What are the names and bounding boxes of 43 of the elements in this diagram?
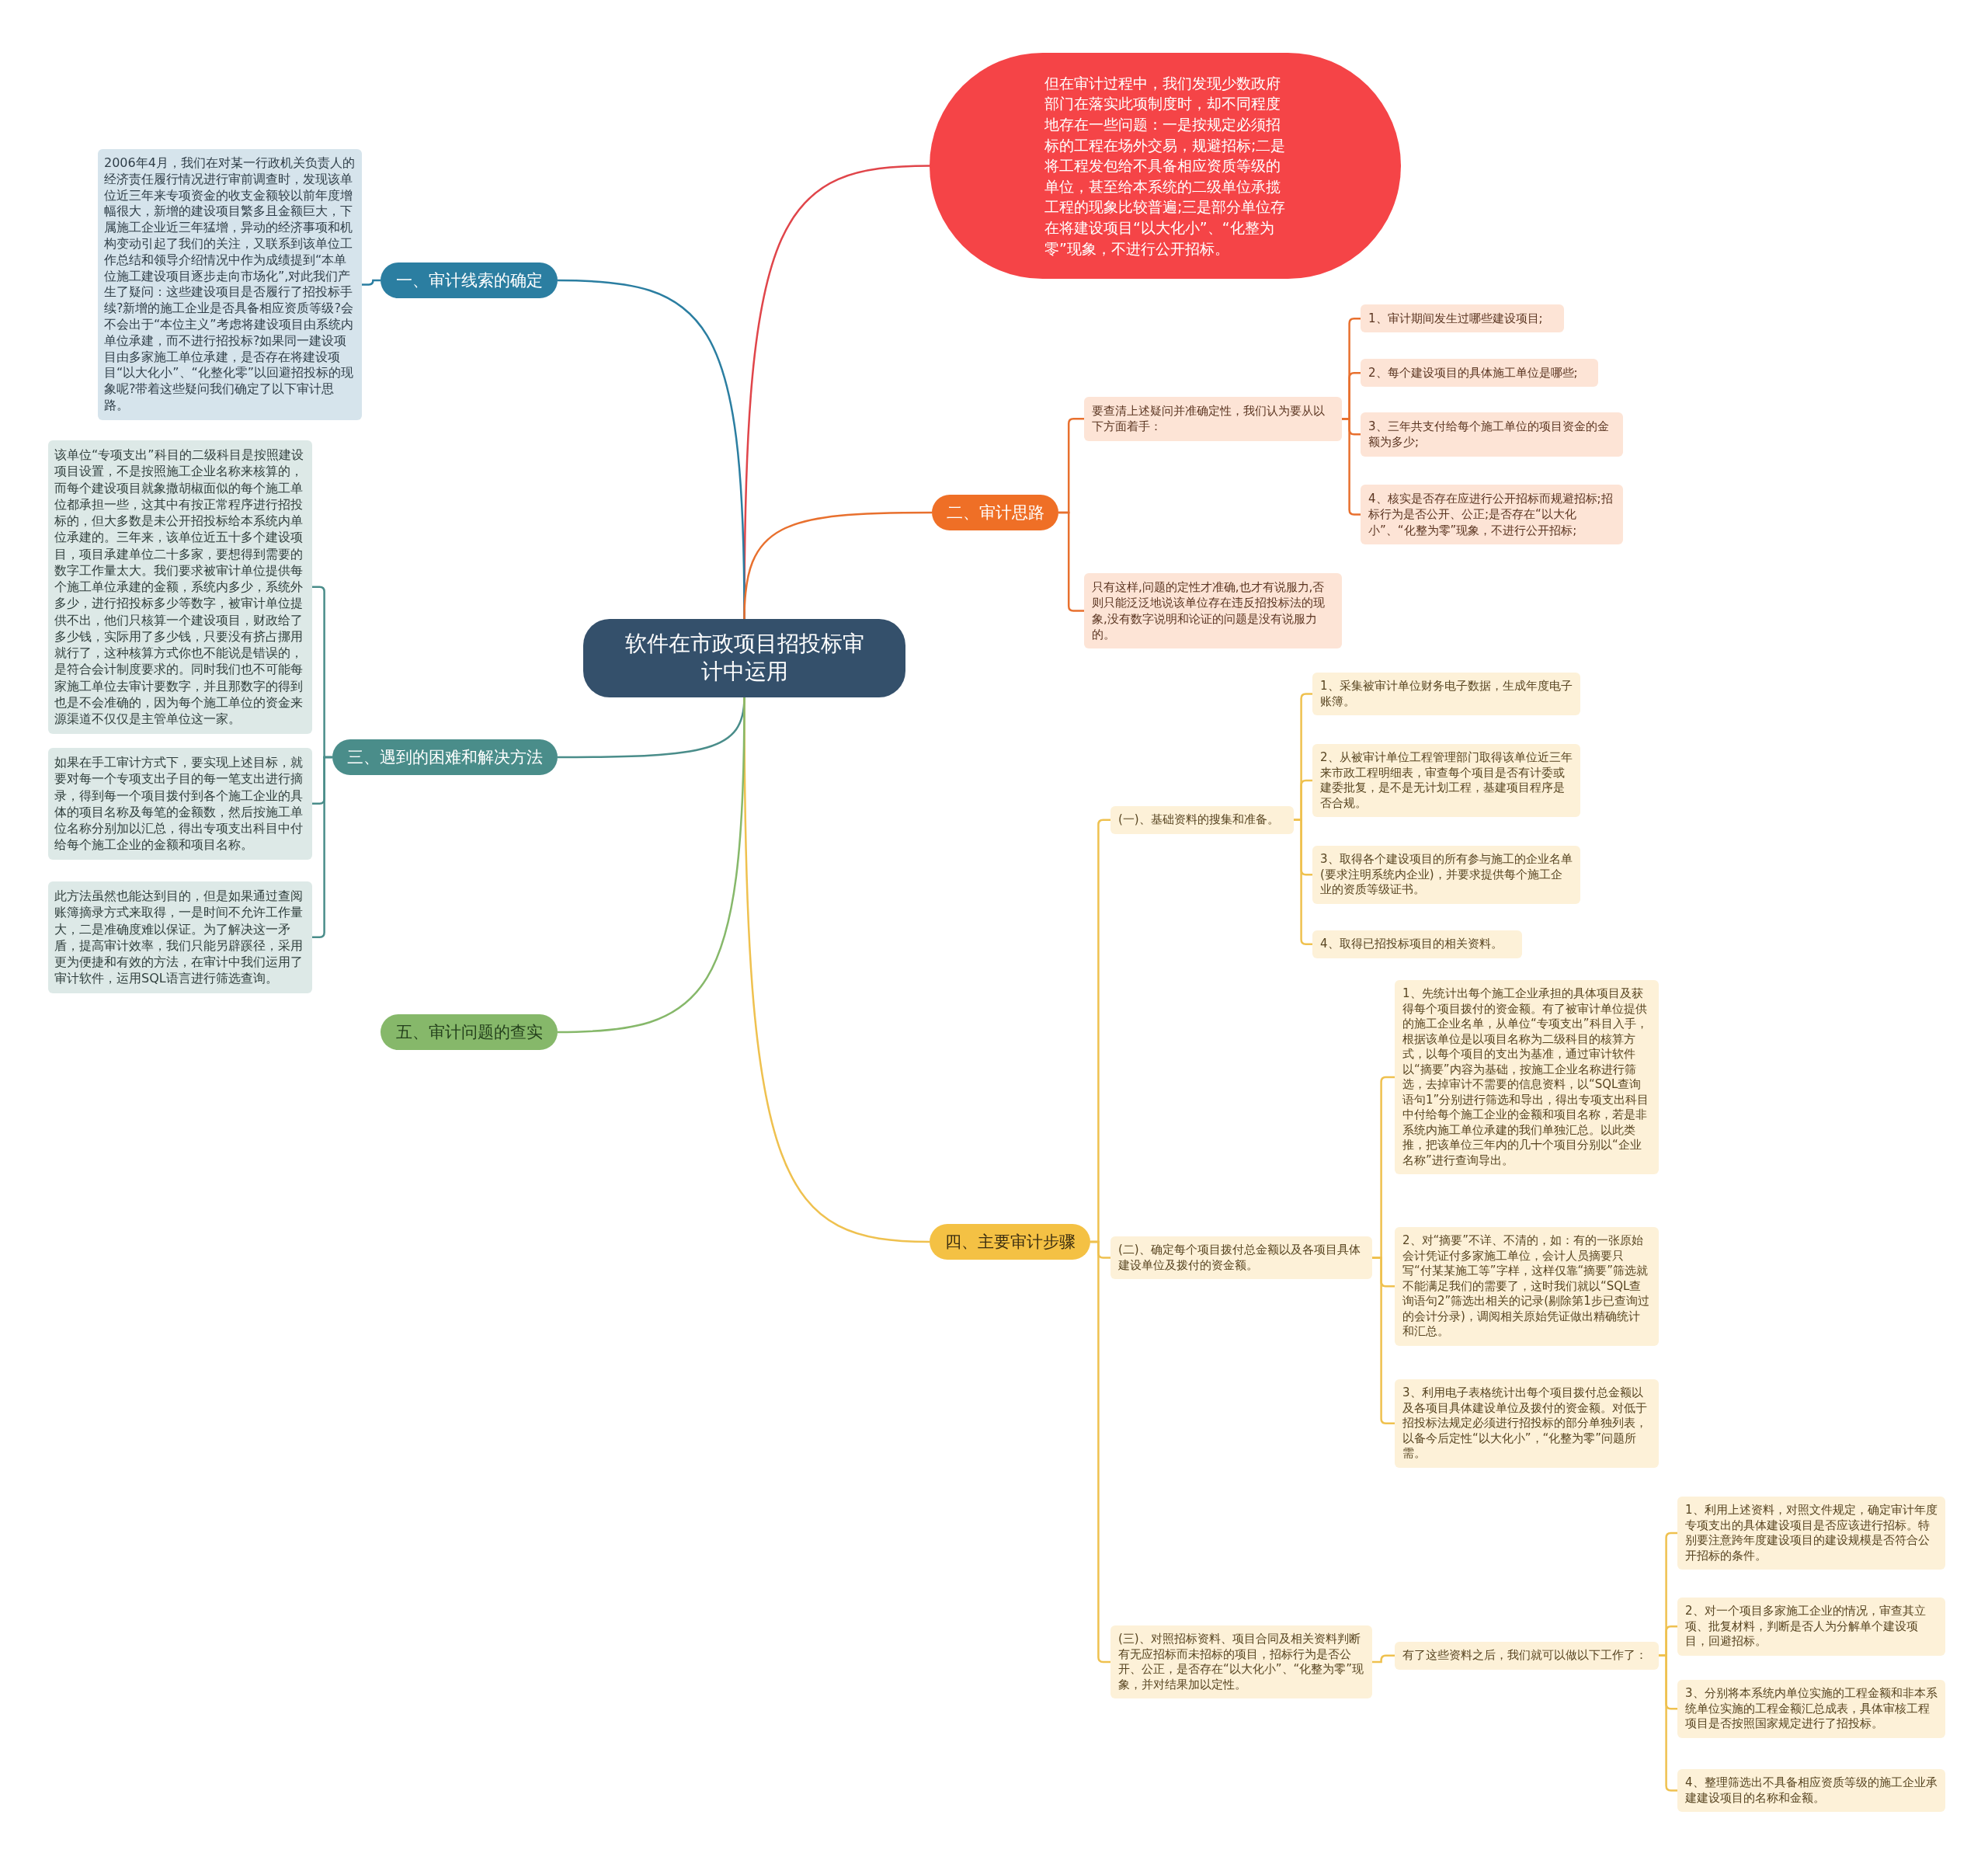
text-card: 2006年4月，我们在对某一行政机关负责人的经济责任履行情况进行审前调查时，发现该单位近三年来专项资金的收支金额较以前年度增幅很大，新增的建设项目繁多且金额巨大，下属施工企业近三年猛增，异动的经济事项和机构变动引起了我们的关注，又联系到该单位工作总结和领导介绍情况中作为成绩提到“本单位施工建设项目逐步走向市场化”,对此我们产生了疑问：这些建设项目是否履行了招投标手续?新增的施工企业是否具备相应资质等级?会不会出于“本位主义”考虑将建设项目由系统内单位承建，而不进行招投标?如果同一建设项目由多家施工单位承建，是否存在将建设项目“以大化小”、“化整化零”以回避招投标的现象呢?带着这些疑问我们确定了以下审计思路。 xyxy=(98,149,362,420)
connector-line xyxy=(362,279,381,286)
text-card: 2、对一个项目多家施工企业的情况，审查其立项、批复材料，判断是否人为分解单个建设项目，回避招标。 xyxy=(1677,1598,1945,1656)
text-card: 1、审计期间发生过哪些建设项目; xyxy=(1361,304,1564,333)
callout-bubble: 但在审计过程中，我们发现少数政府部门在落实此项制度时，却不同程度地存在一些问题：一是按规定必须招标的工程在场外交易，规避招标;二是将工程发包给不具备相应资质等级的单位，甚至给本系统的二级单位承揽工程的现象比较普遍;三是部分单位存在将建设项目“以大化小”、“化整为零”现象，不进行公开招标。 xyxy=(930,53,1401,279)
text-card: 4、核实是否存在应进行公开招标而规避招标;招标行为是否公开、公正;是否存在“以大化小”、“化整为零”现象，不进行公开招标; xyxy=(1361,485,1623,544)
text-card: 此方法虽然也能达到目的，但是如果通过查阅账簿摘录方式来取得，一是时间不允许工作量大，二是准确度难以保证。为了解决这一矛盾，提高审计效率，我们只能另辟蹊径，采用更为便捷和有效的方法，在审计中我们运用了审计软件，运用SQL语言进行筛选查询。 xyxy=(48,881,312,993)
connector-line xyxy=(312,756,332,939)
text-card: (二)、确定每个项目拨付总金额以及各项目具体建设单位及拨付的资金额。 xyxy=(1110,1236,1372,1279)
topic-pill: 五、审计问题的查实 xyxy=(381,1014,558,1050)
text-card: (一)、基础资料的搜集和准备。 xyxy=(1110,806,1294,834)
central-topic: 软件在市政项目招投标审计中运用 xyxy=(583,619,905,697)
text-card: 3、利用电子表格统计出每个项目拨付总金额以及各项目具体建设单位及拨付的资金额。对低于招投标法规定必须进行招投标的部分单独列表，以备今后定性“以大化小”，“化整为零”问题所需。 xyxy=(1395,1379,1659,1468)
connector-line xyxy=(1058,511,1084,612)
text-card: 3、取得各个建设项目的所有参与施工的企业名单(要求注明系统内企业)，并要求提供每个施工企业的资质等级证书。 xyxy=(1312,846,1580,904)
connector-line xyxy=(1090,1240,1110,1664)
topic-pill: 一、审计线索的确定 xyxy=(381,262,558,298)
topic-pill: 三、遇到的困难和解决方法 xyxy=(332,739,558,775)
text-card: 2、每个建设项目的具体施工单位是哪些; xyxy=(1361,359,1598,388)
text-card: 4、取得已招投标项目的相关资料。 xyxy=(1312,930,1522,958)
connector-line xyxy=(1372,1257,1395,1424)
text-card: 有了这些资料之后，我们就可以做以下工作了： xyxy=(1395,1642,1659,1670)
text-card: 2、从被审计单位工程管理部门取得该单位近三年来市政工程明细表，审查每个项目是否有计委或建委批复，是不是无计划工程，基建项目程序是否合规。 xyxy=(1312,744,1580,817)
text-card: 1、采集被审计单位财务电子数据，生成年度电子账簿。 xyxy=(1312,673,1580,715)
connector-line xyxy=(1372,1654,1395,1664)
connector-line xyxy=(557,697,746,1034)
text-card: 1、先统计出每个施工企业承担的具体项目及获得每个项目拨付的资金额。有了被审计单位提供的施工企业名单，从单位“专项支出”科目入手，根据该单位是以项目名称为二级科目的核算方式，以每个项目的支出为基准，通过审计软件以“摘要”内容为基础，按施工企业名称进行筛选，去掉审计不需要的信息资料，以“SQL查询语句1”分别进行筛选和导出，得出专项支出科目中付给每个施工企业的金额和项目名称，若是非系统内施工单位承建的我们单独汇总。以此类推，把该单位三年内的几十个项目分别以“企业名称”进行查询导出。 xyxy=(1395,980,1659,1174)
connector-line xyxy=(1294,819,1312,945)
connector-line xyxy=(1659,1654,1677,1792)
connector-line xyxy=(1342,418,1361,516)
text-card: (三)、对照招标资料、项目合同及相关资料判断有无应招标而未招标的项目，招标行为是否公开、公正，是否存在“以大化小”、“化整为零”现象，并对结果加以定性。 xyxy=(1110,1625,1372,1698)
topic-pill: 二、审计思路 xyxy=(932,495,1058,530)
text-card: 3、三年共支付给每个施工单位的项目资金的金额为多少; xyxy=(1361,412,1623,457)
connector-line xyxy=(743,511,932,620)
text-card: 3、分别将本系统内单位实施的工程金额和非本系统单位实施的工程金额汇总成表，具体审核工程项目是否按照国家规定进行了招投标。 xyxy=(1677,1680,1945,1738)
text-card: 4、整理筛选出不具备相应资质等级的施工企业承建建设项目的名称和金额。 xyxy=(1677,1769,1945,1812)
text-card: 2、对“摘要”不详、不清的，如：有的一张原始会计凭证付多家施工单位，会计人员摘要只写“付某某施工等”字样，这样仅靠“摘要”筛选就不能满足我们的需要了，这时我们就以“SQL查询语句2”筛选出相关的记录(剔除第1步已查询过的会计分录)，调阅相关原始凭证做出精确统计和汇总。 xyxy=(1395,1227,1659,1346)
text-card: 如果在手工审计方式下，要实现上述目标，就要对每一个专项支出子目的每一笔支出进行摘录，得到每一个项目拨付到各个施工企业的具体的项目名称及每笔的金额数，然后按施工单位名称分别加以汇总，得出专项支出科目中付给每个施工企业的金额和项目名称。 xyxy=(48,748,312,860)
text-card: 该单位“专项支出”科目的二级科目是按照建设项目设置，不是按照施工企业名称来核算的，而每个建设项目就象撒胡椒面似的每个施工单位都承担一些，这其中有按正常程序进行招投标的，但大多数是未公开招投标给本系统内单位承建的。三年来，该单位近五十多个建设项目，项目承建单位二十多家，要想得到需要的数字工作量太大。我们要求被审计单位提供每个施工单位承建的金额，系统内多少，系统外多少，进行招投标多少等数字，被审计单位提供不出，他们只核算一个建设项目，财政给了多少钱，实际用了多少钱，只要没有挤占挪用就行了，这种核算方式你也不能说是错误的，是符合会计制度要求的。同时我们也不可能每家施工单位去审计要数字，并且那数字的得到也是不会准确的，因为每个施工单位的资金来源渠道不仅仅是主管单位这一家。 xyxy=(48,440,312,734)
text-card: 1、利用上述资料，对照文件规定，确定审计年度专项支出的具体建设项目是否应该进行招标。特别要注意跨年度建设项目的建设规模是否符合公开招标的条件。 xyxy=(1677,1497,1945,1570)
text-card: 只有这样,问题的定性才准确,也才有说服力,否则只能泛泛地说该单位存在违反招投标法的现象,没有数字说明和论证的问题是没有说服力的。 xyxy=(1084,573,1342,648)
topic-pill: 四、主要审计步骤 xyxy=(930,1224,1090,1260)
text-card: 要查清上述疑问并准确定性，我们认为要从以下方面着手： xyxy=(1084,397,1342,441)
